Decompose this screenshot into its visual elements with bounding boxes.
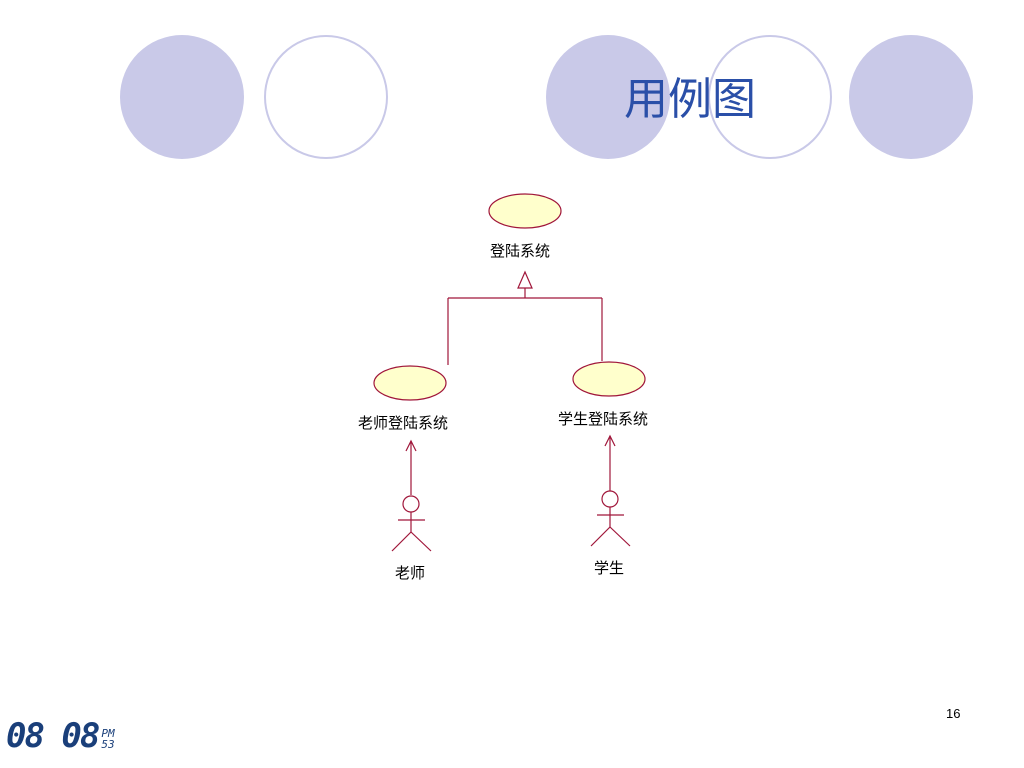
decor-circle-1 xyxy=(120,35,244,159)
usecase-teacher-label: 老师登陆系统 xyxy=(358,414,449,432)
generalization-arrowhead xyxy=(517,270,533,289)
page-number: 16 xyxy=(946,706,961,721)
usecase-student-label: 学生登陆系统 xyxy=(558,410,649,428)
decor-circle-5 xyxy=(849,35,973,159)
usecase-student-ellipse xyxy=(572,361,646,397)
teacher-actor-figure xyxy=(391,495,432,552)
student-association-arrowhead xyxy=(604,434,616,447)
decor-circle-2 xyxy=(264,35,388,159)
clock-widget: 08 08 PM 53 xyxy=(6,716,115,756)
slide-title: 用例图 xyxy=(624,74,756,125)
actor-student-label: 学生 xyxy=(594,559,625,577)
decor-circle-3 xyxy=(546,35,670,159)
student-actor-figure xyxy=(590,490,631,547)
decor-circle-4 xyxy=(708,35,832,159)
clock-side: PM 53 xyxy=(101,728,114,750)
clock-time: 08 08 xyxy=(6,716,100,756)
usecase-parent-ellipse xyxy=(488,193,562,229)
usecase-teacher-ellipse xyxy=(373,365,447,401)
clock-seconds: 53 xyxy=(101,738,115,751)
clock-ampm: PM xyxy=(101,727,115,740)
usecase-parent-label: 登陆系统 xyxy=(490,242,551,260)
actor-teacher-label: 老师 xyxy=(395,564,426,582)
teacher-association-arrowhead xyxy=(405,439,417,452)
